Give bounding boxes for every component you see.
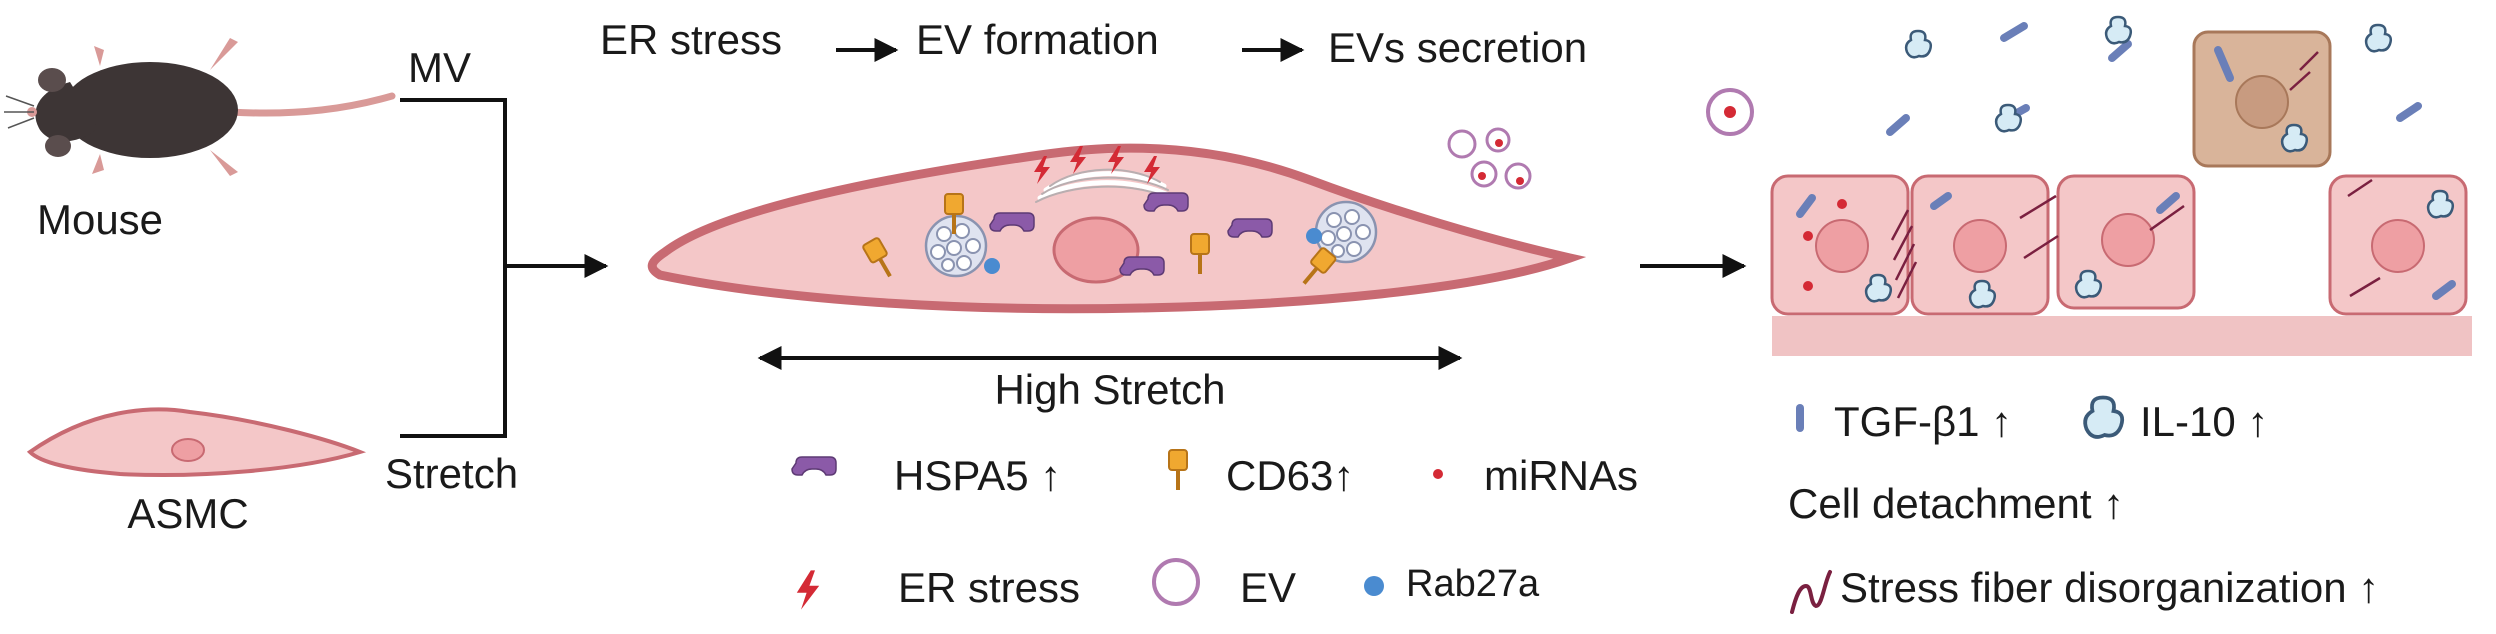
flow-ev-formation: EV formation [916, 16, 1159, 63]
asmc-label: ASMC [127, 490, 248, 537]
flow-evs-secretion: EVs secretion [1328, 24, 1587, 71]
mouse-illustration [4, 38, 396, 176]
tgf-icon [1796, 404, 1804, 432]
cd63-icon [1167, 448, 1189, 492]
legend-il10: IL-10 ↑ [2140, 398, 2268, 445]
asmc-cell [26, 407, 367, 477]
legend-hspa5: HSPA5 ↑ [894, 452, 1061, 499]
legend-er-stress: ER stress [898, 564, 1080, 611]
legend-ev: EV [1240, 564, 1296, 611]
il10-icon [2083, 395, 2125, 439]
er-stress-icon [796, 570, 820, 610]
merge-bracket [400, 98, 609, 438]
stretched-cell [647, 143, 1587, 314]
legend-cd63: CD63↑ [1226, 452, 1354, 499]
legend-detachment: Cell detachment ↑ [1788, 480, 2124, 527]
hspa5-icon [791, 456, 837, 476]
legend-tgf: TGF-β1 ↑ [1834, 398, 2012, 445]
mv-label: MV [408, 44, 471, 91]
secreted-evs [1447, 127, 1532, 190]
mouse-label: Mouse [37, 196, 163, 243]
ev-icon [1152, 558, 1200, 606]
legend-rab27a: Rab27a [1406, 563, 1540, 605]
stretch-label: Stretch [385, 450, 518, 497]
legend-stress-fiber: Stress fiber disorganization ↑ [1840, 564, 2379, 611]
stress-fiber-icon [1790, 570, 1832, 614]
high-stretch-label: High Stretch [994, 366, 1225, 413]
flow-er-stress: ER stress [600, 16, 782, 63]
cell-monolayer [1706, 15, 2472, 356]
rab27a-icon [1364, 576, 1384, 596]
mirna-icon [1433, 469, 1443, 479]
legend-mirnas: miRNAs [1484, 452, 1638, 499]
